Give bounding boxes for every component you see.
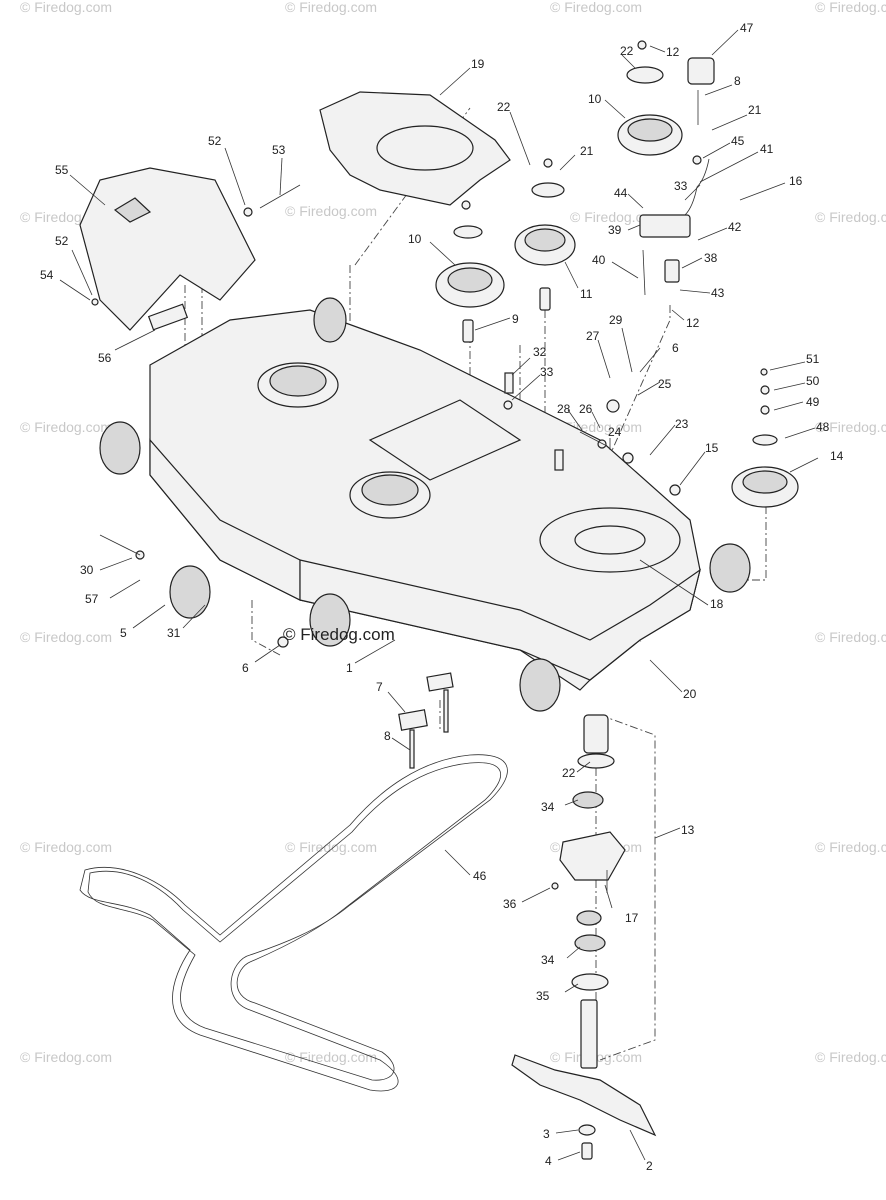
watermark-text: © Firedog.com [285,1049,377,1065]
watermark-text: © Firedog.com [815,629,886,645]
callout-label: 35 [536,989,550,1003]
callout-label: 18 [710,597,724,611]
callout-label: 22 [620,44,634,58]
callout-label: 15 [705,441,719,455]
callout-label: 41 [760,142,774,156]
callout-label: 42 [728,220,742,234]
idler-pulleys [435,57,799,508]
callout-label: 19 [471,57,485,71]
callout-label: 21 [748,103,762,117]
watermark-text: © Firedog.com [570,209,662,225]
callout-label: 49 [806,395,820,409]
gauge-wheels [99,297,751,712]
callout-label: 53 [272,143,286,157]
watermark-text: © Firedog.com [285,839,377,855]
callout-label: 56 [98,351,112,365]
callout-label: 12 [686,316,700,330]
callout-label: 9 [512,312,519,326]
callout-label: 8 [384,729,391,743]
callout-label: 52 [208,134,222,148]
callout-label: 22 [497,100,511,114]
watermark-text: © Firedog.com [20,0,112,15]
callout-label: 32 [533,345,547,359]
callout-label: 33 [540,365,554,379]
callout-label: 20 [683,687,697,701]
callout-label: 10 [408,232,422,246]
mower-deck [149,309,701,691]
callout-label: 8 [734,74,741,88]
watermark-text: © Firedog.com [815,209,886,225]
discharge-chute [79,167,256,331]
callout-label: 57 [85,592,99,606]
callout-label: 16 [789,174,803,188]
callout-label: 34 [541,953,555,967]
callout-label: 33 [674,179,688,193]
callout-label: 50 [806,374,820,388]
watermark-text: © Firedog.com [815,0,886,15]
callout-label: 1 [346,661,353,675]
callout-label: 44 [614,186,628,200]
callout-label: 7 [376,680,383,694]
callout-label: 40 [592,253,606,267]
callout-label: 26 [579,402,593,416]
callout-label: 36 [503,897,517,911]
drive-belt [79,754,508,1092]
spindle-assembly [511,714,657,1160]
callout-label: 6 [242,661,249,675]
callout-label: 6 [672,341,679,355]
callout-label: 34 [541,800,555,814]
callout-label: 38 [704,251,718,265]
callout-label: 13 [681,823,695,837]
callout-label: 24 [608,425,622,439]
callout-label: 5 [120,626,127,640]
callout-label: 45 [731,134,745,148]
callout-label: 17 [625,911,639,925]
watermark-text: © Firedog.com [20,1049,112,1065]
callout-label: 31 [167,626,181,640]
callout-label: 30 [80,563,94,577]
callout-label: 46 [473,869,487,883]
watermark-text: © Firedog.com [20,419,112,435]
watermark-text: © Firedog.com [20,629,112,645]
callout-labels: 1 2 3 4 5 6 6 7 8 8 9 10 10 11 12 12 13 [40,21,844,1173]
callout-label: 22 [562,766,576,780]
callout-label: 54 [40,268,54,282]
callout-label: 4 [545,1154,552,1168]
callout-label: 11 [580,287,593,301]
watermark-text: © Firedog.com [550,0,642,15]
callout-label: 51 [806,352,820,366]
callout-label: 28 [557,402,571,416]
callout-label: 43 [711,286,725,300]
callout-label: 47 [740,21,754,35]
watermark-text: © Firedog.com [285,203,377,219]
callout-label: 52 [55,234,69,248]
belt-guard [319,91,511,206]
callout-label: 10 [588,92,602,106]
callout-label: 21 [580,144,594,158]
watermark-text: © Firedog.com [285,0,377,15]
callout-label: 29 [609,313,623,327]
watermark-text: © Firedog.com [815,839,886,855]
hardware [91,40,770,893]
callout-label: 55 [55,163,69,177]
callout-label: 3 [543,1127,550,1141]
watermark-text: © Firedog.com [815,419,886,435]
copyright-label: © Firedog.com [283,625,395,644]
callout-label: 14 [830,449,844,463]
callout-label: 25 [658,377,672,391]
callout-label: 12 [666,45,680,59]
watermark-text: © Firedog.com [20,839,112,855]
callout-label: 2 [646,1159,653,1173]
callout-label: 48 [816,420,830,434]
callout-label: 27 [586,329,600,343]
callout-label: 39 [608,223,622,237]
callout-label: 23 [675,417,689,431]
watermark-text: © Firedog.com [815,1049,886,1065]
